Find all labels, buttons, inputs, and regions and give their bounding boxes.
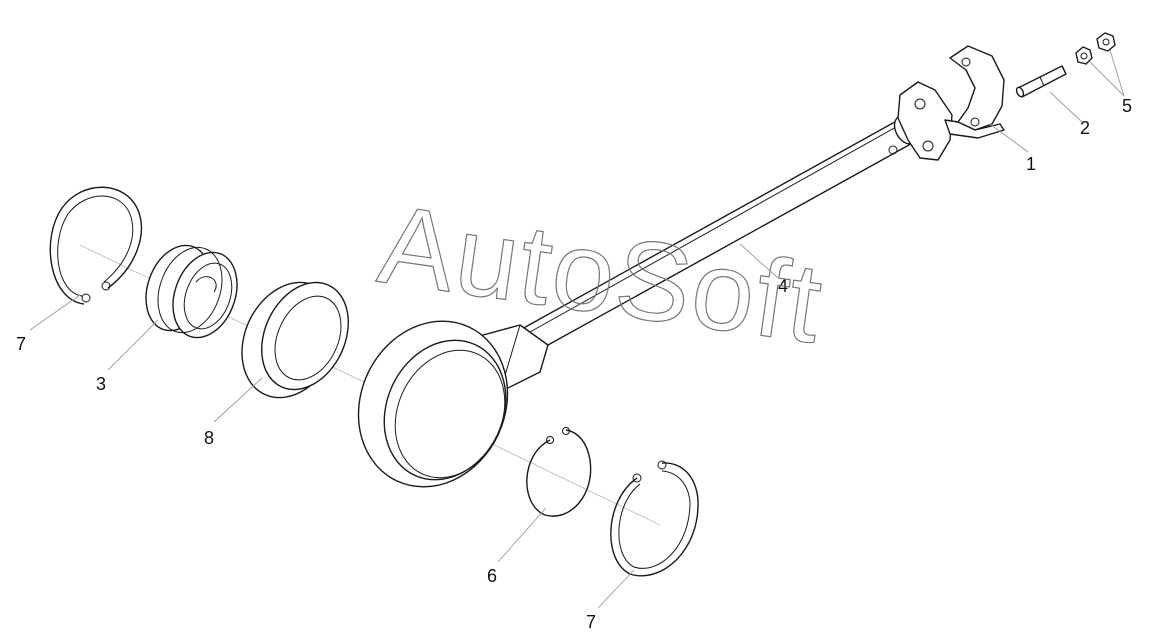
callout-5: 5 (1122, 96, 1132, 116)
part-4-housing-ring (357, 320, 509, 488)
part-8-bearing (241, 281, 349, 399)
callout-1: 1 (1026, 154, 1036, 174)
part-1-clamp-bracket (897, 45, 1005, 161)
callout-3: 3 (96, 374, 106, 394)
callout-6: 6 (487, 566, 497, 586)
callouts: 1 2 5 4 7 3 8 6 7 (16, 96, 1132, 632)
part-7-retaining-ring-right (610, 460, 699, 577)
part-5-nuts (1075, 32, 1116, 65)
callout-7-right: 7 (586, 612, 596, 632)
callout-8: 8 (204, 428, 214, 448)
leader-lines (29, 49, 1125, 609)
callout-2: 2 (1080, 118, 1090, 138)
callout-4: 4 (778, 276, 788, 296)
part-2-stud-bolt (1015, 65, 1067, 98)
part-7-retaining-ring-left (49, 186, 143, 305)
part-6-retaining-ring-small (526, 427, 592, 517)
callout-7-left: 7 (16, 334, 26, 354)
part-3-seal-bushing (145, 244, 238, 339)
